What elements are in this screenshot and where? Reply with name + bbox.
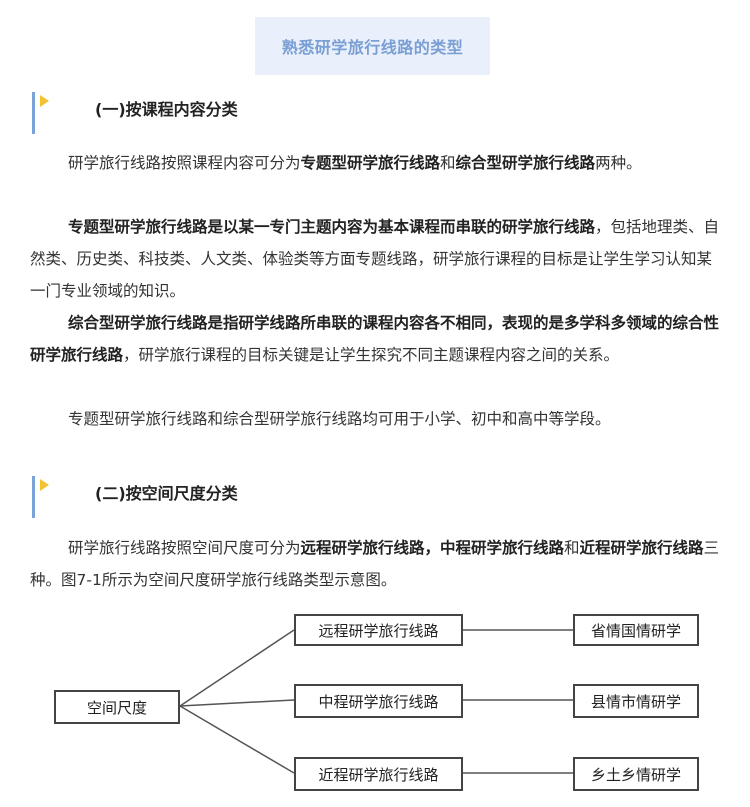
text-span: 研学旅行线路按照空间尺度可分为 bbox=[68, 539, 301, 557]
paragraph-comprehensive: 综合型研学旅行线路是指研学线路所串联的课程内容各不相同，表现的是多学科多领域的综… bbox=[30, 307, 720, 371]
page-title-box: 熟悉研学旅行线路的类型 bbox=[255, 17, 490, 75]
diagram-root-box: 空间尺度 bbox=[54, 690, 180, 724]
connector-line bbox=[179, 629, 295, 707]
diagram-route-long: 远程研学旅行线路 bbox=[294, 614, 463, 646]
text-span: 两种。 bbox=[595, 154, 642, 172]
bold-term: 综合型研学旅行线路 bbox=[455, 154, 596, 172]
text-span: 专题型研学旅行线路和综合型研学旅行线路均可用于小学、初中和高中等学段。 bbox=[68, 410, 611, 428]
diagram-target-province: 省情国情研学 bbox=[573, 614, 699, 646]
triangle-bullet-icon bbox=[40, 95, 49, 107]
bold-term: 专题型研学旅行线路 bbox=[300, 154, 441, 172]
section-heading-content: (一)按课程内容分类 bbox=[32, 92, 238, 134]
bold-term: 远程研学旅行线路，中程研学旅行线路 bbox=[300, 539, 565, 557]
section-heading-label: (一)按课程内容分类 bbox=[95, 100, 238, 119]
text-span: 和 bbox=[564, 539, 580, 557]
section-heading-label: (二)按空间尺度分类 bbox=[95, 484, 238, 503]
bold-term: 近程研学旅行线路 bbox=[579, 539, 704, 557]
diagram-target-county: 县情市情研学 bbox=[573, 684, 699, 718]
text-span: ，包括地理类、自然类、历史类、科技类、人文类、体验类等方面专题线路，研学旅行课程… bbox=[30, 218, 720, 300]
bold-definition: 综合型研学旅行线路是指研学线路所串联的课程内容各不相同，表现的是多学科多领域的综… bbox=[30, 314, 720, 364]
paragraph-scale-intro: 研学旅行线路按照空间尺度可分为远程研学旅行线路，中程研学旅行线路和近程研学旅行线… bbox=[30, 532, 720, 596]
scale-diagram: 空间尺度 远程研学旅行线路 中程研学旅行线路 近程研学旅行线路 省情国情研学 县… bbox=[32, 606, 716, 802]
text-span: 研学旅行线路按照课程内容可分为 bbox=[68, 154, 301, 172]
connector-line bbox=[179, 705, 295, 774]
text-span: ，研学旅行课程的目标关键是让学生探究不同主题课程内容之间的关系。 bbox=[123, 346, 620, 364]
page-title: 熟悉研学旅行线路的类型 bbox=[281, 38, 464, 57]
text-span: 三种。图7-1所示为空间尺度研学旅行线路类型示意图。 bbox=[30, 539, 720, 589]
paragraph-thematic: 专题型研学旅行线路是以某一专门主题内容为基本课程而串联的研学旅行线路，包括地理类… bbox=[30, 211, 720, 307]
diagram-connectors bbox=[179, 629, 573, 774]
diagram-route-medium: 中程研学旅行线路 bbox=[294, 684, 463, 718]
triangle-bullet-icon bbox=[40, 479, 49, 491]
diagram-route-short: 近程研学旅行线路 bbox=[294, 757, 463, 791]
section-heading-scale: (二)按空间尺度分类 bbox=[32, 476, 238, 518]
bold-definition: 专题型研学旅行线路是以某一专门主题内容为基本课程而串联的研学旅行线路 bbox=[68, 218, 596, 236]
text-span: 和 bbox=[440, 154, 456, 172]
paragraph-usage: 专题型研学旅行线路和综合型研学旅行线路均可用于小学、初中和高中等学段。 bbox=[30, 403, 720, 435]
connector-line bbox=[179, 699, 295, 707]
diagram-target-local: 乡土乡情研学 bbox=[573, 757, 699, 791]
paragraph-intro-content: 研学旅行线路按照课程内容可分为专题型研学旅行线路和综合型研学旅行线路两种。 bbox=[30, 147, 720, 179]
